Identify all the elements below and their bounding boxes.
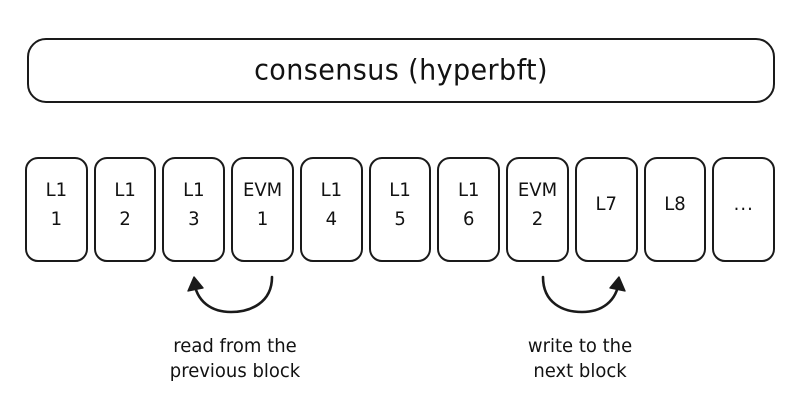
block-label-secondary: 6 (463, 208, 475, 231)
read-annotation-line1: read from the (173, 335, 297, 358)
block-label-primary: L1 (320, 179, 343, 202)
block-label-secondary: 2 (119, 208, 131, 231)
block-ellipsis: ... (712, 157, 776, 262)
block-l7: L7 (574, 157, 638, 262)
block-evm-2: EVM 2 (506, 157, 569, 262)
block-l1-4: L1 4 (299, 157, 363, 262)
block-label-primary: L1 (114, 179, 136, 202)
write-annotation-line1: write to the (527, 335, 633, 358)
block-label-primary: ... (733, 193, 754, 216)
block-l1-6: L1 6 (437, 157, 501, 262)
write-arrow-head (609, 276, 626, 292)
block-label-primary: L8 (664, 193, 686, 216)
consensus-box: consensus (hyperbft) (27, 38, 775, 103)
block-label-secondary: 2 (531, 208, 544, 231)
block-label-primary: L1 (458, 179, 480, 202)
block-label-secondary: 1 (50, 208, 63, 231)
block-l1-2: L1 2 (93, 157, 157, 262)
write-annotation: write to the next block (480, 334, 680, 384)
block-label-primary: L1 (183, 179, 205, 202)
read-annotation: read from the previous block (135, 334, 335, 384)
block-label-primary: L1 (45, 179, 68, 202)
block-l1-3: L1 3 (162, 157, 226, 262)
block-label-secondary: 1 (256, 208, 269, 231)
block-label-primary: EVM (517, 179, 558, 202)
block-l8: L8 (643, 157, 707, 262)
write-arrow (541, 275, 626, 314)
block-label-primary: L1 (389, 179, 411, 202)
write-annotation-line2: next block (533, 360, 627, 383)
block-evm-1: EVM 1 (231, 157, 294, 262)
read-annotation-line2: previous block (169, 360, 301, 383)
block-label-secondary: 4 (325, 208, 338, 231)
block-l1-1: L1 1 (25, 157, 88, 262)
consensus-label: consensus (hyperbft) (254, 54, 548, 87)
block-l1-5: L1 5 (368, 157, 432, 262)
read-arrow-head (187, 276, 204, 292)
block-sequence: L1 1 L1 2 L1 3 EVM 1 L1 4 L1 5 L1 6 EVM (25, 157, 776, 262)
block-label-secondary: 5 (394, 208, 406, 231)
read-arrow (187, 275, 274, 314)
block-label-primary: EVM (242, 179, 283, 202)
read-arrow-curve (192, 275, 274, 314)
block-label-secondary: 3 (188, 208, 200, 231)
block-label-primary: L7 (595, 193, 617, 216)
write-arrow-curve (541, 275, 621, 314)
